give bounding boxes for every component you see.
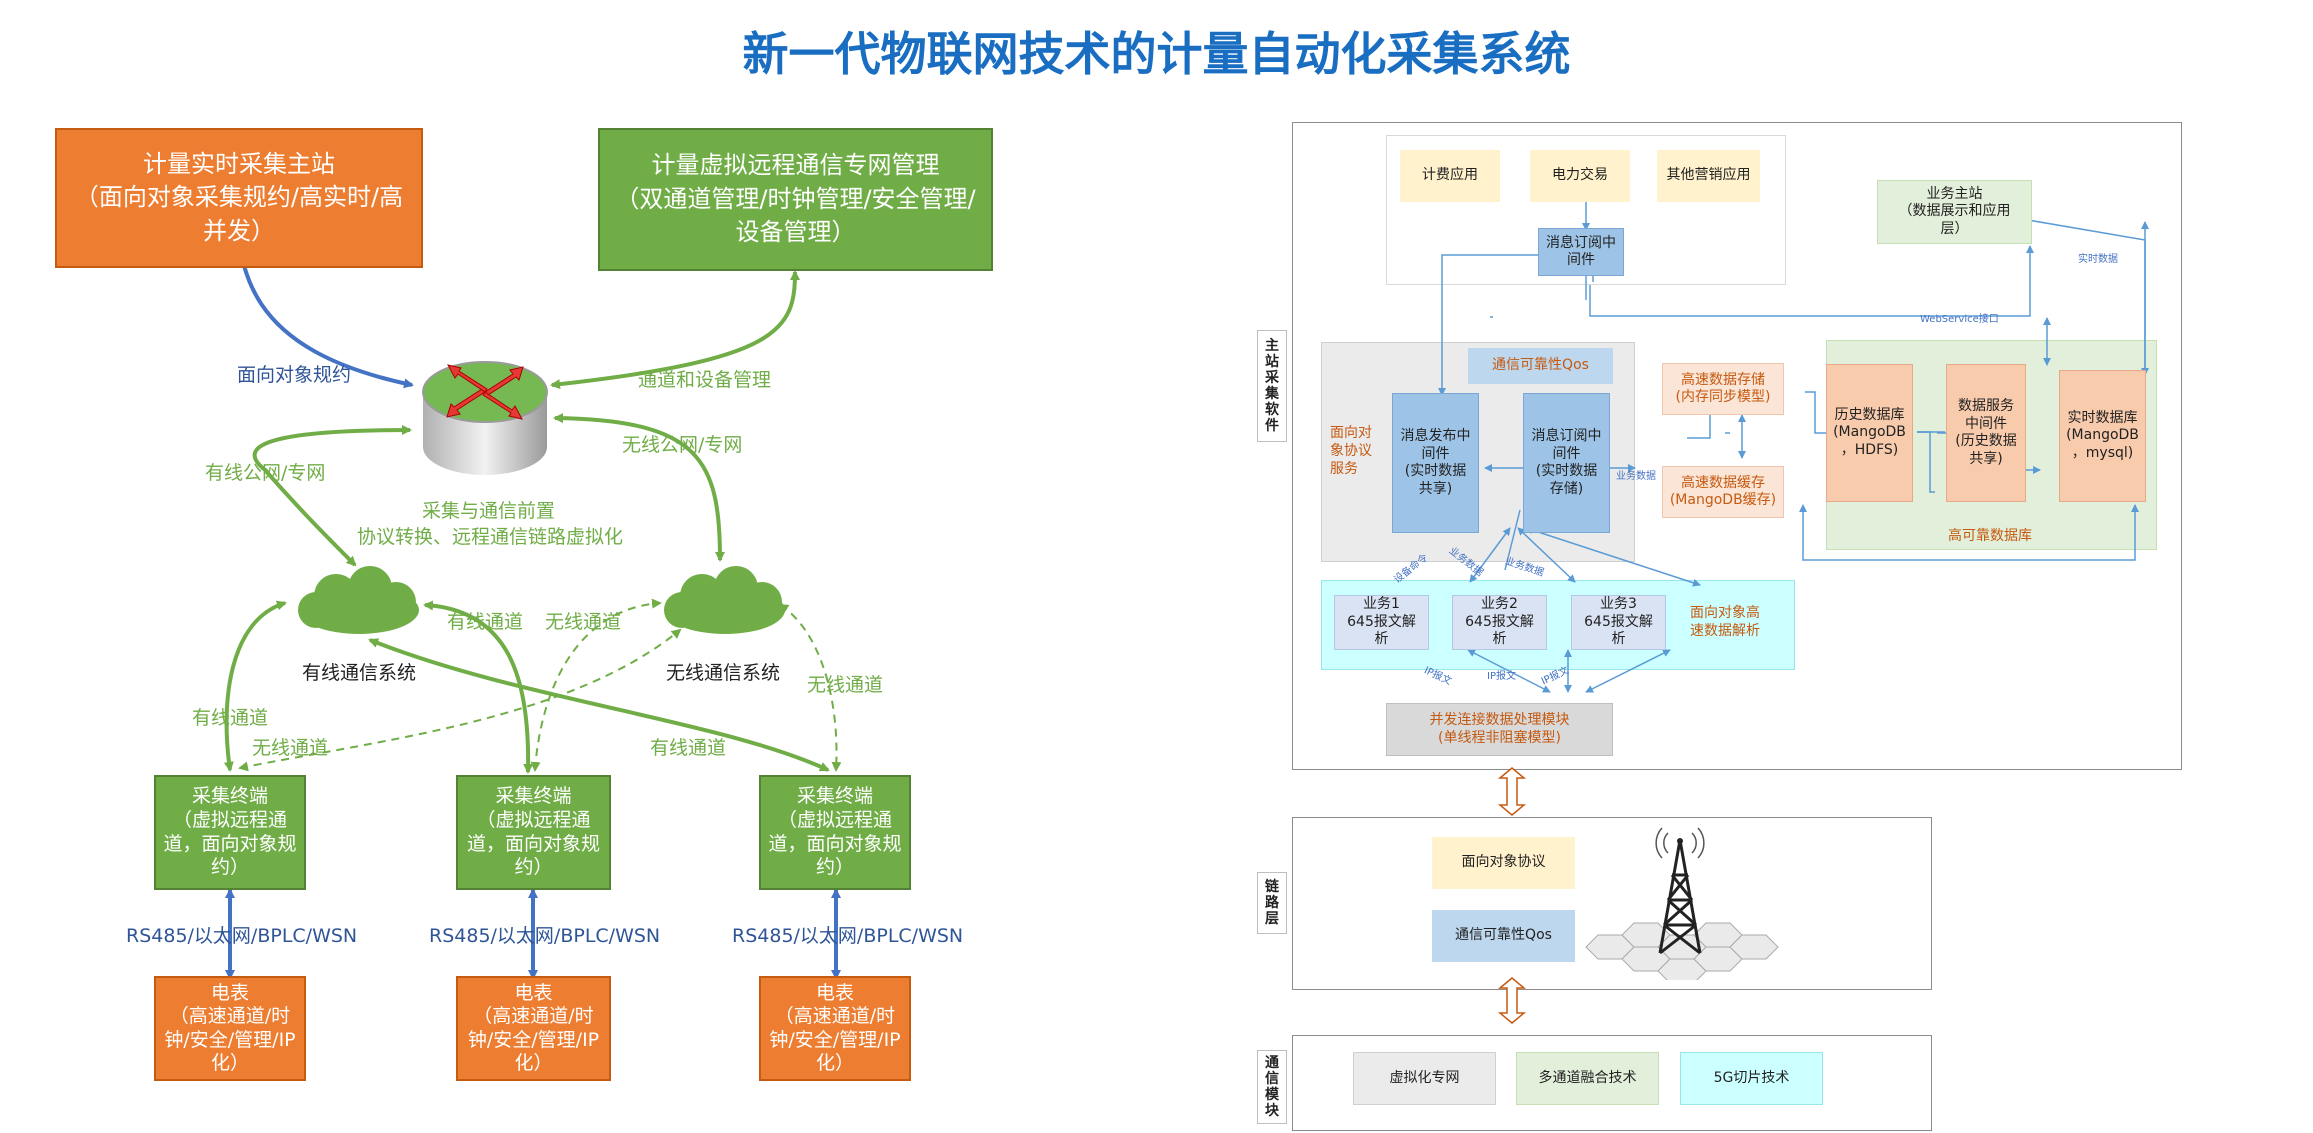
master-station-box[interactable]: 计量实时采集主站 （面向对象采集规约/高实时/高 并发） [55,128,423,268]
signal-tower-icon [1585,827,1779,980]
front-end-title: 采集与通信前置 [422,500,556,522]
wireless-cloud-icon [664,566,785,634]
parse-label: 面向对象高 速数据解析 [1690,605,1760,640]
protocol-label: RS485/以太网/BPLC/WSN [429,925,661,947]
wired-channel-label: 有线通道 [192,707,269,729]
concurrent-module[interactable]: 并发连接数据处理模块 (单线程非阻塞模型) [1386,703,1613,756]
app-billing[interactable]: 计费应用 [1400,150,1500,202]
virtual-network-mgmt-box[interactable]: 计量虚拟远程通信专网管理 （双通道管理/时钟管理/安全管理/ 设备管理） [598,128,993,271]
link-comm-qos: 通信可靠性Qos [1432,910,1575,962]
meter-box[interactable]: 电表 （高速通道/时 钟/安全/管理/IP 化） [759,976,911,1081]
terminal-box[interactable]: 采集终端 （虚拟远程通 道，面向对象规 约） [154,775,306,890]
protocol-label: RS485/以太网/BPLC/WSN [732,925,964,947]
app-power-trade[interactable]: 电力交易 [1530,150,1630,202]
module-virtual-network[interactable]: 虚拟化专网 [1353,1052,1496,1105]
ha-db-label: 高可靠数据库 [1948,528,2032,544]
label-wired-public: 有线公网/专网 [205,462,326,484]
module-5g-slicing[interactable]: 5G切片技术 [1680,1052,1823,1105]
history-db[interactable]: 历史数据库 (MangoDB ，HDFS) [1826,364,1913,502]
label-object-protocol: 面向对象规约 [237,364,352,386]
module-multichannel[interactable]: 多通道融合技术 [1516,1052,1659,1105]
wireless-channel-label: 无线通道 [545,611,622,633]
terminal-box[interactable]: 采集终端 （虚拟远程通 道，面向对象规 约） [759,775,911,890]
business-master[interactable]: 业务主站 （数据展示和应用 层） [1877,180,2032,244]
app-other-marketing[interactable]: 其他营销应用 [1657,150,1760,202]
comm-qos-master: 通信可靠性Qos [1468,348,1613,384]
data-service-middleware[interactable]: 数据服务 中间件 (历史数据 共享) [1946,364,2026,502]
label-wireless-public: 无线公网/专网 [622,434,743,456]
wireless-channel-label: 无线通道 [252,737,329,759]
terminal-box[interactable]: 采集终端 （虚拟远程通 道，面向对象规 约） [456,775,611,890]
link-object-protocol: 面向对象协议 [1432,837,1575,889]
service-3[interactable]: 业务3 645报文解 析 [1571,595,1666,650]
front-end-desc: 协议转换、远程通信链路虚拟化 [357,526,624,548]
router-icon [422,361,548,475]
msg-sub-top[interactable]: 消息订阅中 间件 [1538,228,1624,276]
meter-box[interactable]: 电表 （高速通道/时 钟/安全/管理/IP 化） [154,976,306,1081]
hs-storage[interactable]: 高速数据存储 (内存同步模型) [1662,363,1784,415]
webservice-label: WebService接口 [1920,314,1999,325]
side-label-master: 主 站 采 集 软 件 [1257,330,1287,442]
ip-label: IP报文 [1487,671,1516,682]
object-protocol-service-label: 面向对 象协议 服务 [1330,425,1372,478]
wired-channel-label: 有线通道 [447,611,524,633]
side-label-comm: 通 信 模 块 [1257,1050,1287,1124]
service-1[interactable]: 业务1 645报文解 析 [1334,595,1429,650]
realtime-data-label: 实时数据 [2078,254,2118,265]
service-2[interactable]: 业务2 645报文解 析 [1452,595,1547,650]
wired-cloud-icon [298,566,419,634]
left-connectors [223,183,842,980]
wired-channel-label: 有线通道 [650,737,727,759]
right-connectors [1438,192,2149,1024]
business-data-label: 业务数据 [1616,471,1656,482]
link-layer-panel [1292,817,1932,990]
hs-cache[interactable]: 高速数据缓存 (MangoDB缓存) [1662,466,1784,518]
realtime-db[interactable]: 实时数据库 (MangoDB ，mysql) [2059,370,2146,502]
wireless-system-label: 无线通信系统 [666,662,781,684]
meter-box[interactable]: 电表 （高速通道/时 钟/安全/管理/IP 化） [456,976,611,1081]
page-title: 新一代物联网技术的计量自动化采集系统 [742,27,1571,81]
msg-sub-middleware[interactable]: 消息订阅中 间件 (实时数据 存储) [1523,393,1610,533]
label-channel-mgmt: 通道和设备管理 [638,369,772,391]
protocol-label: RS485/以太网/BPLC/WSN [126,925,358,947]
msg-pub-middleware[interactable]: 消息发布中 间件 (实时数据 共享) [1392,393,1479,533]
wired-system-label: 有线通信系统 [302,662,417,684]
side-label-link: 链 路 层 [1257,872,1287,934]
wireless-channel-label: 无线通道 [807,674,884,696]
